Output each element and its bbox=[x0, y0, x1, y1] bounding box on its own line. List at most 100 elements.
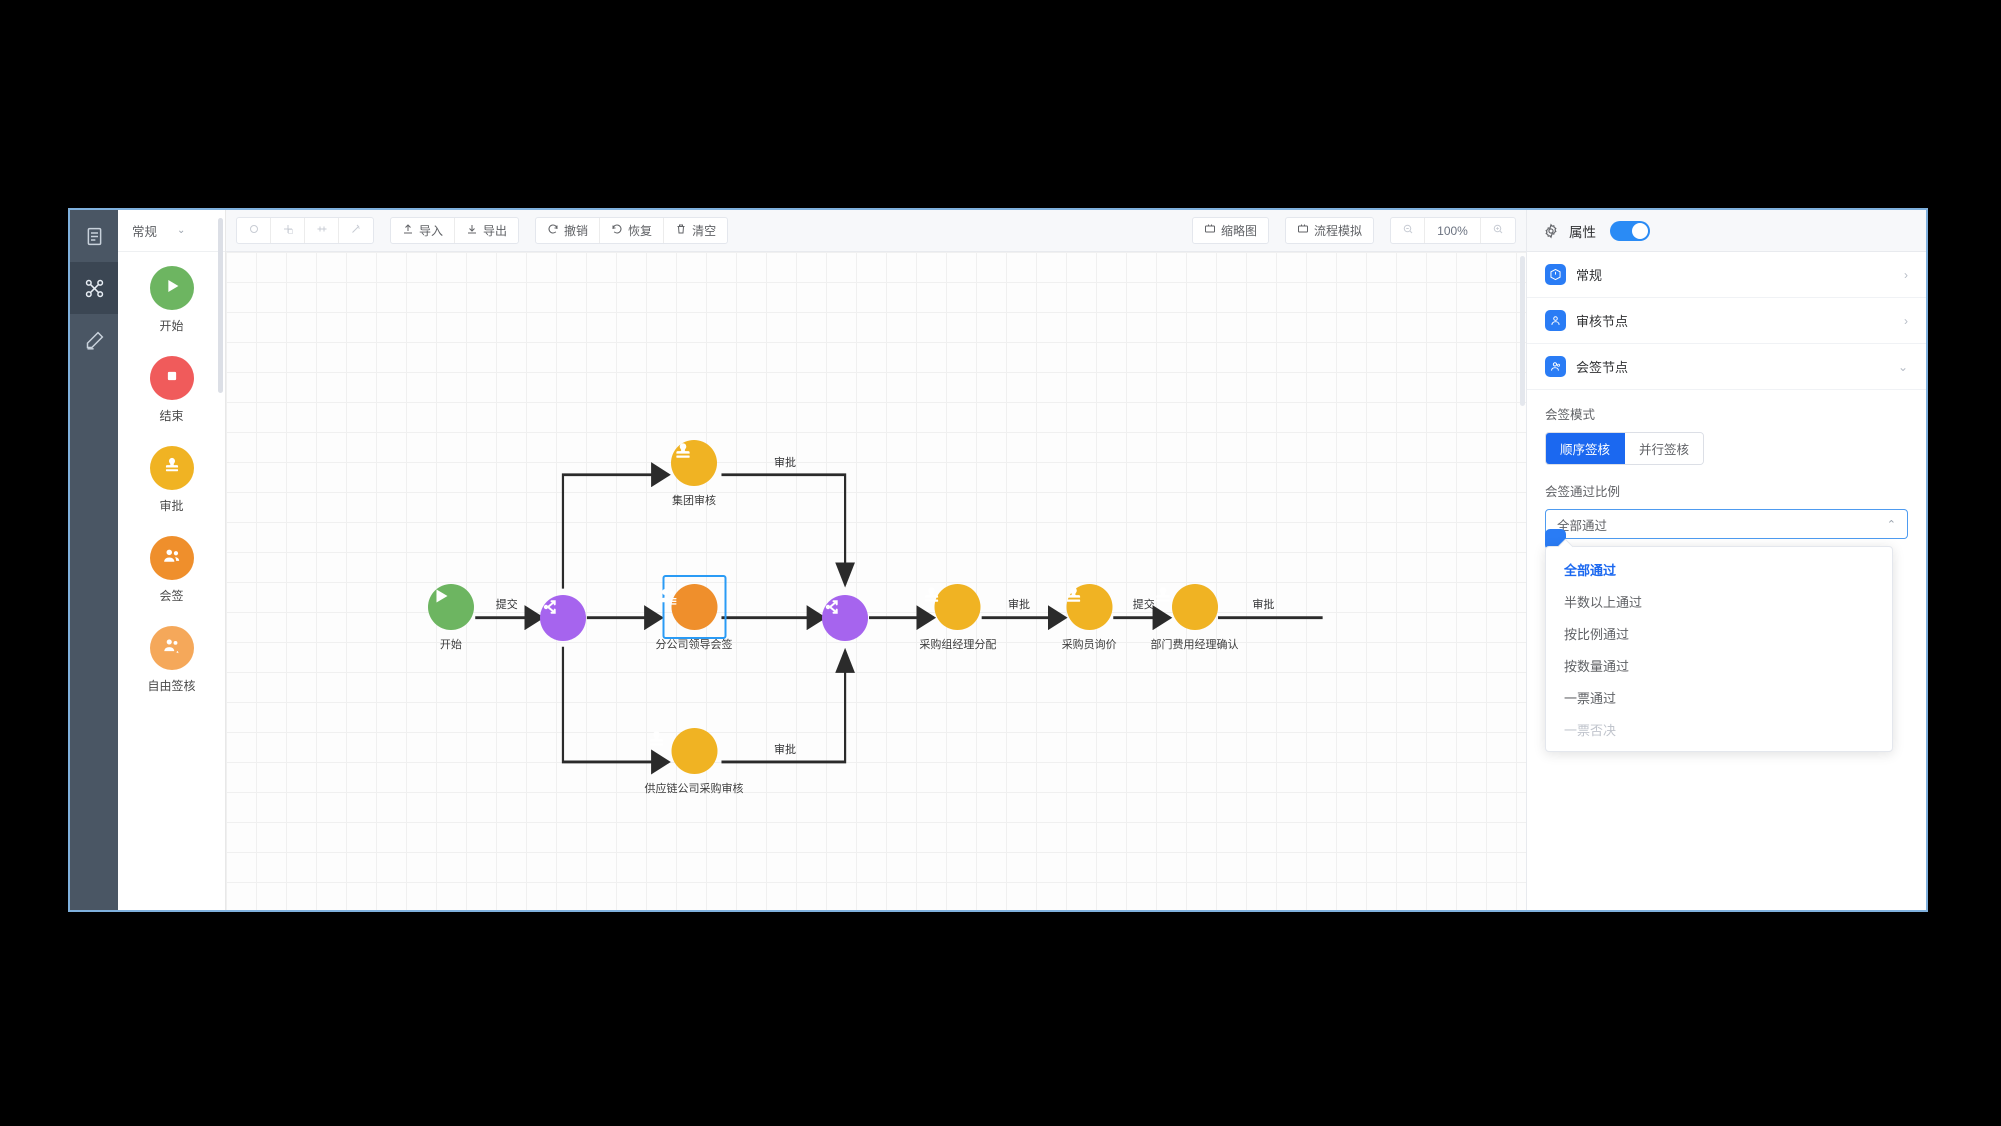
palette-item-approve[interactable]: 审批 bbox=[118, 446, 225, 514]
zoom-out-icon bbox=[1402, 223, 1414, 238]
property-section-countersign-node[interactable]: 会签节点 ⌄ bbox=[1527, 344, 1926, 390]
undo-label: 撤销 bbox=[564, 224, 589, 238]
layout-icon-button[interactable] bbox=[271, 218, 305, 243]
redo-icon bbox=[611, 223, 623, 238]
canvas-vertical-scrollbar[interactable] bbox=[1520, 256, 1525, 406]
redo-button[interactable]: 恢复 bbox=[600, 218, 665, 243]
rail-item-document[interactable] bbox=[70, 210, 118, 262]
node-shape bbox=[427, 583, 474, 630]
flow-node-gateway-2[interactable] bbox=[821, 594, 868, 641]
import-icon bbox=[402, 223, 414, 238]
stamp-icon bbox=[161, 455, 183, 482]
flow-node-purchase-manager[interactable]: 采购组经理分配 bbox=[919, 583, 996, 652]
node-label: 分公司领导会签 bbox=[655, 638, 733, 651]
palette-item-countersign[interactable]: 会签 bbox=[118, 536, 225, 604]
rail-item-pen[interactable] bbox=[70, 314, 118, 366]
flow-node-start[interactable]: 开始 bbox=[427, 583, 474, 652]
distribute-icon-button[interactable] bbox=[305, 218, 339, 243]
node-label: 开始 bbox=[439, 638, 462, 651]
export-button[interactable]: 导出 bbox=[455, 218, 518, 243]
toolbar-group-zoom: 100% bbox=[1390, 217, 1516, 244]
palette-scrollbar[interactable] bbox=[218, 218, 223, 393]
editor-center: 导入 导出 撤销 bbox=[226, 210, 1526, 910]
flow-node-supply-review[interactable]: 供应链公司采购审核 bbox=[644, 727, 744, 796]
group-icon bbox=[161, 545, 183, 572]
mode-sequential-button[interactable]: 顺序签核 bbox=[1546, 433, 1626, 464]
property-section-review-node[interactable]: 审核节点 › bbox=[1527, 298, 1926, 344]
editor-toolbar: 导入 导出 撤销 bbox=[226, 210, 1526, 252]
flow-edges bbox=[475, 462, 1323, 775]
ratio-option-all[interactable]: 全部通过 bbox=[1564, 562, 1617, 578]
property-section-label: 会签节点 bbox=[1576, 360, 1629, 375]
edge-label: 提交 bbox=[495, 599, 518, 612]
ratio-option-one-pass[interactable]: 一票通过 bbox=[1564, 690, 1617, 706]
rail-item-flow[interactable] bbox=[70, 262, 118, 314]
palette-group-header[interactable]: 常规 ⌄ bbox=[118, 210, 225, 252]
countersign-settings: 会签模式 顺序签核 并行签核 会签通过比例 全部通过 ⌃ 全部通过 半数以上通过… bbox=[1527, 390, 1926, 752]
trash-icon bbox=[675, 223, 687, 238]
ratio-option-percentage[interactable]: 按比例通过 bbox=[1564, 626, 1630, 642]
zoom-in-button[interactable] bbox=[1481, 218, 1515, 243]
edge-label: 审批 bbox=[774, 744, 796, 757]
node-shape bbox=[539, 594, 586, 641]
simulate-icon bbox=[1297, 223, 1309, 238]
simulate-button[interactable]: 流程模拟 bbox=[1286, 218, 1373, 243]
end-node-swatch bbox=[149, 356, 194, 400]
node-shape bbox=[649, 727, 717, 774]
property-panel-toggle[interactable] bbox=[1610, 220, 1650, 241]
countersign-mode-group: 顺序签核 并行签核 bbox=[1545, 432, 1705, 465]
undo-button[interactable]: 撤销 bbox=[536, 218, 601, 243]
palette-item-label: 结束 bbox=[159, 409, 184, 423]
import-button[interactable]: 导入 bbox=[391, 218, 456, 243]
toolbar-group-io: 导入 导出 bbox=[390, 217, 520, 244]
palette-item-label: 审批 bbox=[159, 499, 184, 513]
countersign-ratio-label: 会签通过比例 bbox=[1545, 485, 1621, 499]
toolbar-group-history: 撤销 恢复 清空 bbox=[535, 217, 729, 244]
zoom-level[interactable]: 100% bbox=[1425, 218, 1481, 243]
thumbnail-icon bbox=[1204, 223, 1216, 238]
export-icon bbox=[466, 223, 478, 238]
ratio-option-count[interactable]: 按数量通过 bbox=[1564, 658, 1630, 674]
clear-button[interactable]: 清空 bbox=[664, 218, 727, 243]
chevron-up-icon: ⌃ bbox=[1886, 518, 1896, 531]
palette-item-start[interactable]: 开始 bbox=[118, 266, 225, 334]
palette-item-end[interactable]: 结束 bbox=[118, 356, 225, 424]
chevron-right-icon: › bbox=[1904, 313, 1908, 328]
chevron-down-icon: ⌄ bbox=[1897, 359, 1908, 374]
gear-icon bbox=[1543, 222, 1559, 239]
user-group-icon bbox=[1545, 356, 1566, 377]
node-shape bbox=[924, 583, 981, 630]
free-sign-node-swatch bbox=[149, 626, 194, 670]
palette-item-label: 自由签核 bbox=[147, 679, 196, 693]
magic-icon-button[interactable] bbox=[339, 218, 373, 243]
flow-node-branch-countersign[interactable]: 分公司领导会签 bbox=[655, 574, 733, 652]
free-sign-icon bbox=[161, 635, 183, 662]
node-label: 供应链公司采购审核 bbox=[644, 782, 744, 795]
mode-parallel-button[interactable]: 并行签核 bbox=[1625, 433, 1704, 464]
countersign-ratio-select[interactable]: 全部通过 ⌃ bbox=[1545, 509, 1908, 539]
zoom-out-button[interactable] bbox=[1391, 218, 1425, 243]
property-section-general[interactable]: 常规 › bbox=[1527, 252, 1926, 298]
clear-label: 清空 bbox=[692, 224, 717, 238]
flow-node-group-review[interactable]: 集团审核 bbox=[671, 440, 717, 508]
palette-items: 开始 结束 审批 bbox=[118, 252, 225, 910]
user-icon bbox=[1545, 310, 1566, 331]
flow-node-gateway-1[interactable] bbox=[539, 594, 586, 641]
property-panel: 属性 常规 › 审核节点 › 会签节点 ⌄ 会签模式 bbox=[1526, 210, 1926, 910]
thumbnail-label: 缩略图 bbox=[1220, 224, 1257, 238]
flow-canvas[interactable]: 开始 集团审核 bbox=[226, 252, 1526, 910]
simulate-label: 流程模拟 bbox=[1313, 224, 1362, 238]
ratio-option-majority[interactable]: 半数以上通过 bbox=[1564, 594, 1643, 610]
flow-nodes-icon bbox=[84, 278, 105, 299]
zoom-in-icon bbox=[1492, 223, 1504, 238]
node-shape bbox=[821, 594, 868, 641]
palette-item-free-sign[interactable]: 自由签核 bbox=[118, 626, 225, 694]
start-node-swatch bbox=[149, 266, 194, 310]
toolbar-group-simulate: 流程模拟 bbox=[1284, 217, 1374, 244]
flow-node-dept-cost-manager[interactable]: 部门费用经理确认 bbox=[1151, 583, 1239, 652]
pen-icon bbox=[84, 330, 105, 351]
thumbnail-button[interactable]: 缩略图 bbox=[1193, 218, 1268, 243]
align-icon-button[interactable] bbox=[237, 218, 271, 243]
flow-node-buyer-quote[interactable]: 采购员询价 bbox=[1062, 583, 1117, 652]
property-panel-header: 属性 bbox=[1527, 210, 1926, 252]
